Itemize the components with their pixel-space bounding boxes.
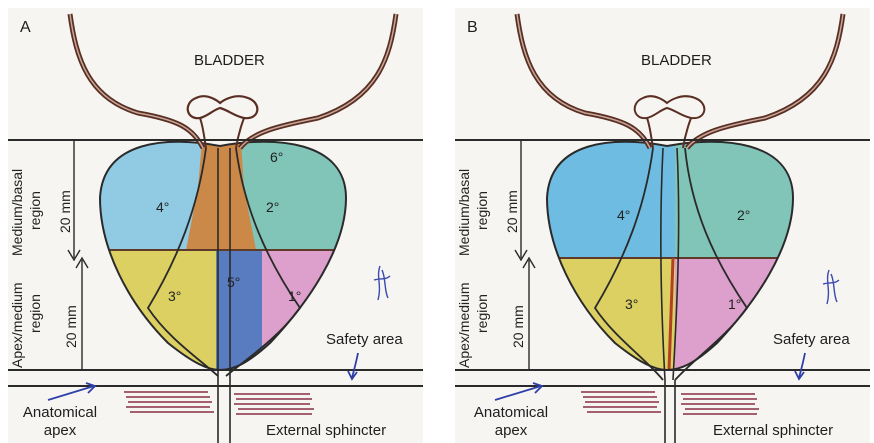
panel-b: B BLADDER 4° 2° 3° 1° 20 mm 20 mm Medium… [455, 8, 870, 443]
zone-3-label: 3° [168, 289, 181, 303]
zones-fill-a [88, 128, 355, 380]
zones-fill-b [535, 128, 805, 383]
zone-4-label: 4° [156, 200, 169, 214]
anatomical-apex-arrow [48, 386, 94, 400]
zone-4-fill [535, 128, 675, 258]
external-sphincter-label: External sphincter [713, 423, 833, 438]
anatomical-apex-label: Anatomical apex [8, 404, 112, 440]
signature-mark [374, 266, 390, 300]
ureter-left [517, 14, 650, 148]
anatomical-apex-arrow [495, 386, 541, 400]
region-top-line1: Medium/basal [10, 169, 24, 256]
signature-mark [823, 270, 839, 304]
ureter-left [70, 14, 203, 148]
anatomical-apex-label: Anatomical apex [459, 404, 563, 440]
zone-1-fill [675, 258, 805, 383]
zone-5-label: 5° [227, 275, 240, 289]
zone-2-label: 2° [737, 208, 750, 222]
zone-1-label: 1° [288, 289, 301, 303]
region-bottom-line1: Apex/medium [457, 282, 471, 368]
zone-6-label: 6° [270, 150, 283, 164]
safety-area-label: Safety area [773, 332, 850, 347]
panel-a: A BLADDER 6° 4° 2° 5° 3° 1° 20 mm 20 mm … [8, 8, 423, 443]
anatomical-line1: Anatomical [8, 404, 112, 422]
bladder-neck [188, 96, 258, 118]
measure-top-label: 20 mm [58, 190, 72, 233]
zone-3-label: 3° [625, 297, 638, 311]
region-top-line2: region [475, 191, 489, 230]
region-bottom-line1: Apex/medium [10, 282, 24, 368]
measure-top-label: 20 mm [505, 190, 519, 233]
safety-area-label: Safety area [326, 332, 403, 347]
zone-1-label: 1° [728, 297, 741, 311]
anatomical-line2: apex [8, 422, 112, 440]
bladder-label: BLADDER [194, 53, 265, 68]
measure-bottom-label: 20 mm [511, 305, 525, 348]
measure-bottom-label: 20 mm [64, 305, 78, 348]
anatomical-line1: Anatomical [459, 404, 563, 422]
region-top-line2: region [28, 191, 42, 230]
zone-2-label: 2° [266, 200, 279, 214]
anatomical-line2: apex [459, 422, 563, 440]
zone-5-fill [216, 250, 262, 380]
region-bottom-line2: region [28, 294, 42, 333]
external-sphincter-label: External sphincter [266, 423, 386, 438]
panel-letter: A [20, 20, 31, 36]
zone-4-label: 4° [617, 208, 630, 222]
bladder-label: BLADDER [641, 53, 712, 68]
bladder-neck [635, 96, 705, 118]
panel-letter: B [467, 20, 478, 36]
region-bottom-line2: region [475, 294, 489, 333]
region-top-line1: Medium/basal [457, 169, 471, 256]
